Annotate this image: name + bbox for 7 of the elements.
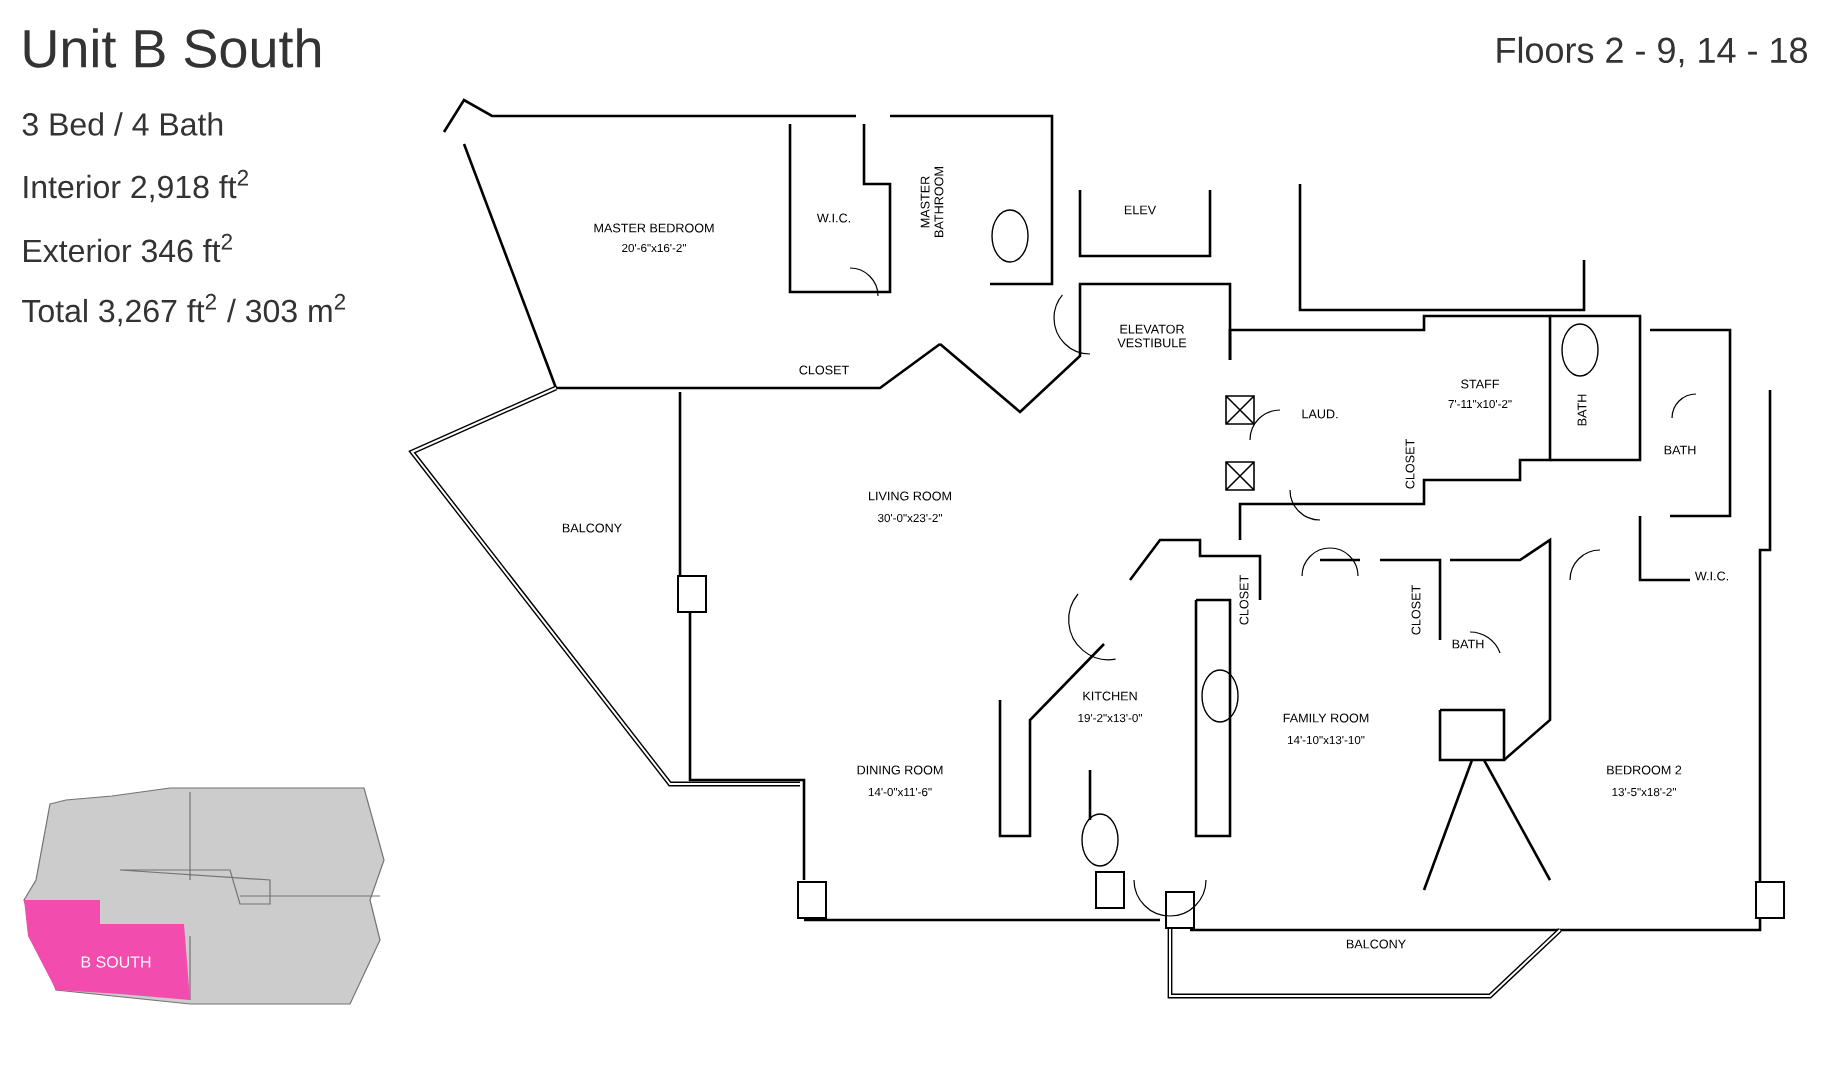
title: Unit B South [24, 28, 320, 68]
unit-info-text: Total 3,267 ft$^{2}$ / 303 m$^{2}$ [22, 293, 346, 327]
unit-info-text: Interior 2,918 ft$^{2}$ [24, 169, 248, 203]
floors-text: Floors 2 - 9, 14 - 18 [1497, 36, 1807, 68]
key-plan-unit: B SOUTH [24, 900, 190, 1000]
unit-info-text: Exterior 346 ft$^{2}$ [24, 233, 232, 263]
unit-info-text: 3 Bed / 4 Bath [22, 112, 223, 136]
